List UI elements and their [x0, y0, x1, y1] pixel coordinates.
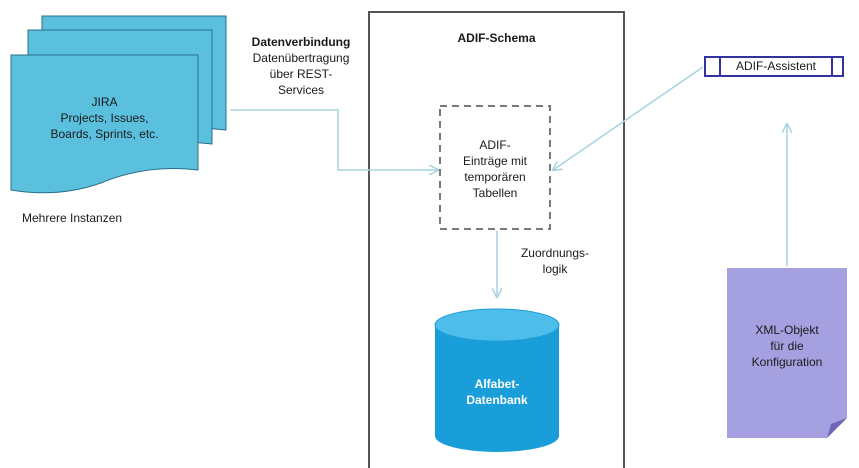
- jira-line-3: Boards, Sprints, etc.: [50, 127, 159, 141]
- jira-document-front: [10, 54, 199, 194]
- jira-to-entries-arrow: [230, 109, 438, 170]
- adif-assistant-label: ADIF-Assistent: [735, 59, 816, 73]
- adif-entries-line-2: Einträge mit: [462, 154, 528, 168]
- xml-object-document: [727, 268, 847, 438]
- data-connection-label: Datenverbindung Datenübertragung über RE…: [232, 34, 370, 98]
- data-connection-line-4: Services: [277, 83, 324, 97]
- database-label: Alfabet- Datenbank: [435, 376, 559, 408]
- xml-object-line-3: Konfiguration: [751, 355, 823, 369]
- jira-title: JIRA: [91, 95, 118, 109]
- jira-document-stack: [10, 15, 227, 194]
- adif-entries-box: [439, 105, 551, 230]
- adif-entries-line-1: ADIF-: [479, 138, 511, 152]
- adif-entries-text: ADIF- Einträge mit temporären Tabellen: [440, 137, 550, 201]
- xml-object-line-2: für die: [770, 339, 804, 353]
- xml-object-line-1: XML-Objekt: [755, 323, 819, 337]
- mapping-logic-line-2: logik: [542, 262, 568, 276]
- adif-schema-title: ADIF-Schema: [457, 31, 536, 45]
- alfabet-database-cylinder: [434, 308, 560, 452]
- assistant-to-entries-arrow: [553, 66, 704, 170]
- adif-entries-line-3: temporären: [464, 170, 526, 184]
- jira-text: JIRA Projects, Issues, Boards, Sprints, …: [11, 94, 198, 142]
- adif-entries-line-4: Tabellen: [472, 186, 518, 200]
- mapping-logic-label: Zuordnungs- logik: [500, 245, 610, 277]
- database-line-1: Alfabet-: [474, 377, 520, 391]
- database-line-2: Datenbank: [466, 393, 528, 407]
- data-connection-title: Datenverbindung: [251, 35, 351, 49]
- mapping-logic-line-1: Zuordnungs-: [520, 246, 590, 260]
- data-connection-line-2: Datenübertragung: [252, 51, 350, 65]
- multiple-instances-caption: Mehrere Instanzen: [22, 211, 123, 225]
- xml-object-text: XML-Objekt für die Konfiguration: [727, 322, 847, 370]
- adif-schema-frame: [368, 11, 625, 468]
- adif-assistant-box: [704, 56, 844, 77]
- data-connection-line-3: über REST-: [269, 67, 333, 81]
- jira-line-2: Projects, Issues,: [60, 111, 149, 125]
